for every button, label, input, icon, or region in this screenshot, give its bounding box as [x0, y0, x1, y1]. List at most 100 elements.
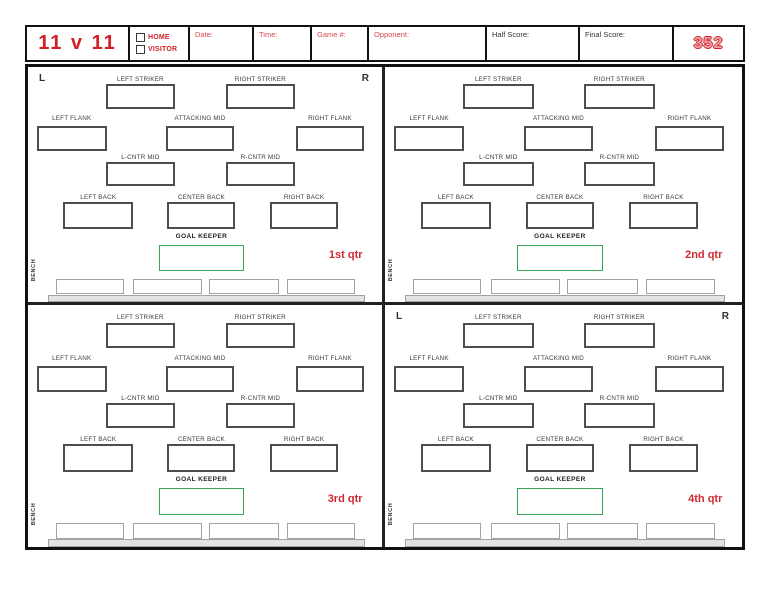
- position-box-attacking-mid[interactable]: [523, 126, 594, 152]
- position-label-r-cntr-mid: R-CNTR MID: [240, 154, 281, 162]
- position-box-left-back[interactable]: [63, 201, 134, 230]
- bench-slot-3[interactable]: [208, 278, 279, 294]
- position-box-right-flank[interactable]: [654, 126, 725, 152]
- position-box-left-flank[interactable]: [36, 365, 107, 392]
- position-box-left-flank[interactable]: [393, 126, 465, 152]
- position-box-right-back[interactable]: [269, 443, 339, 472]
- position-box-center-back[interactable]: [525, 443, 595, 472]
- bench-slot-3[interactable]: [208, 523, 279, 539]
- position-box-right-striker[interactable]: [584, 322, 655, 348]
- game-number-field[interactable]: Game #:: [312, 27, 369, 60]
- position-box-right-back[interactable]: [269, 201, 339, 230]
- position-label-l-cntr-mid: L-CNTR MID: [479, 395, 518, 403]
- position-box-right-striker[interactable]: [584, 84, 655, 109]
- position-box-attacking-mid[interactable]: [165, 365, 235, 392]
- opponent-field[interactable]: Opponent:: [369, 27, 487, 60]
- position-label-right-back: RIGHT BACK: [643, 435, 684, 443]
- position-box-goal-keeper[interactable]: [516, 487, 604, 516]
- position-label-right-striker: RIGHT STRIKER: [234, 314, 286, 322]
- position-box-r-cntr-mid[interactable]: [584, 403, 655, 428]
- bench-slot-4[interactable]: [645, 278, 716, 294]
- position-label-right-flank: RIGHT FLANK: [308, 354, 352, 362]
- position-box-right-back[interactable]: [628, 443, 699, 472]
- position-box-right-flank[interactable]: [295, 365, 365, 392]
- position-box-center-back[interactable]: [167, 201, 236, 230]
- position-box-left-striker[interactable]: [463, 322, 534, 348]
- position-label-right-flank: RIGHT FLANK: [667, 354, 712, 362]
- position-box-goal-keeper[interactable]: [516, 244, 604, 271]
- position-label-left-back: LEFT BACK: [437, 435, 474, 443]
- position-box-right-flank[interactable]: [295, 126, 365, 152]
- position-box-left-flank[interactable]: [36, 126, 107, 152]
- time-field[interactable]: Time:: [254, 27, 312, 60]
- position-box-l-cntr-mid[interactable]: [105, 162, 176, 187]
- sheet: 11 v 11 HOME VISITOR Date: Time: Game #:: [25, 25, 745, 550]
- position-box-goal-keeper[interactable]: [158, 487, 245, 516]
- position-label-right-striker: RIGHT STRIKER: [593, 76, 645, 84]
- bench-slot-4[interactable]: [286, 278, 356, 294]
- position-box-attacking-mid[interactable]: [523, 365, 594, 392]
- bench-slot-3[interactable]: [567, 278, 638, 294]
- position-box-center-back[interactable]: [525, 201, 595, 230]
- position-box-left-back[interactable]: [420, 201, 492, 230]
- position-label-attacking-mid: ATTACKING MID: [532, 115, 584, 123]
- position-box-right-back[interactable]: [628, 201, 699, 230]
- visitor-checkbox[interactable]: [136, 45, 145, 54]
- visitor-checkbox-row[interactable]: VISITOR: [136, 44, 188, 55]
- position-box-goal-keeper[interactable]: [158, 244, 245, 271]
- bench-slot-1[interactable]: [55, 278, 124, 294]
- bench-bar: [47, 539, 366, 547]
- position-label-left-striker: LEFT STRIKER: [117, 314, 164, 322]
- position-box-r-cntr-mid[interactable]: [225, 162, 296, 187]
- final-score-field-label: Final Score:: [585, 30, 626, 39]
- bench-label: BENCH: [31, 258, 37, 282]
- position-label-right-striker: RIGHT STRIKER: [593, 314, 645, 322]
- bench-slot-4[interactable]: [286, 523, 356, 539]
- position-box-l-cntr-mid[interactable]: [463, 162, 534, 187]
- bench-slot-1[interactable]: [412, 278, 482, 294]
- position-box-l-cntr-mid[interactable]: [463, 403, 534, 428]
- position-box-left-striker[interactable]: [105, 322, 176, 348]
- home-checkbox[interactable]: [136, 33, 145, 42]
- position-box-attacking-mid[interactable]: [165, 126, 235, 152]
- position-box-right-striker[interactable]: [225, 84, 296, 109]
- position-box-left-back[interactable]: [420, 443, 492, 472]
- position-box-right-striker[interactable]: [225, 322, 296, 348]
- position-box-r-cntr-mid[interactable]: [225, 403, 296, 428]
- date-field[interactable]: Date:: [190, 27, 254, 60]
- bench-slot-2[interactable]: [133, 523, 202, 539]
- bench-slot-1[interactable]: [55, 523, 124, 539]
- bench-slot-2[interactable]: [491, 278, 561, 294]
- bench-bar: [404, 539, 726, 547]
- position-box-center-back[interactable]: [167, 443, 236, 472]
- final-score-field[interactable]: Final Score:: [580, 27, 674, 60]
- position-box-left-back[interactable]: [63, 443, 134, 472]
- position-label-left-striker: LEFT STRIKER: [117, 76, 164, 84]
- position-label-attacking-mid: ATTACKING MID: [532, 354, 584, 362]
- home-checkbox-row[interactable]: HOME: [136, 32, 188, 43]
- bench-slot-2[interactable]: [133, 278, 202, 294]
- position-box-r-cntr-mid[interactable]: [584, 162, 655, 187]
- bench-label: BENCH: [31, 502, 37, 525]
- position-box-left-striker[interactable]: [105, 84, 176, 109]
- bench-bar: [47, 294, 366, 302]
- bench-slot-1[interactable]: [412, 523, 482, 539]
- position-box-l-cntr-mid[interactable]: [105, 403, 176, 428]
- home-checkbox-label: HOME: [148, 34, 170, 41]
- bench-slot-4[interactable]: [645, 523, 716, 539]
- position-label-l-cntr-mid: L-CNTR MID: [479, 154, 518, 162]
- visitor-checkbox-label: VISITOR: [148, 46, 178, 53]
- bench-slot-3[interactable]: [567, 523, 638, 539]
- position-box-left-striker[interactable]: [463, 84, 534, 109]
- position-box-right-flank[interactable]: [654, 365, 725, 392]
- opponent-field-label: Opponent:: [374, 30, 410, 39]
- header-bar: 11 v 11 HOME VISITOR Date: Time: Game #:: [25, 25, 745, 62]
- sheet-title: 11 v 11: [38, 32, 117, 54]
- bench-slot-2[interactable]: [491, 523, 561, 539]
- position-box-left-flank[interactable]: [393, 365, 465, 392]
- half-score-field[interactable]: Half Score:: [487, 27, 580, 60]
- position-label-right-back: RIGHT BACK: [283, 193, 325, 201]
